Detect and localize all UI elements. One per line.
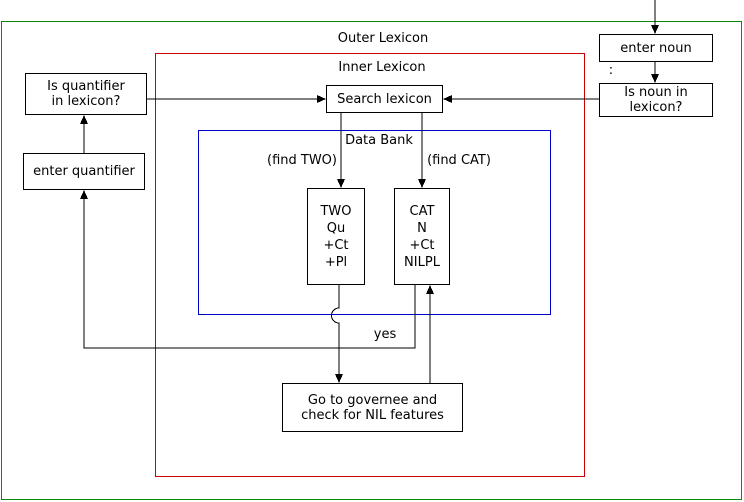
arrowhead-cat-bottom	[426, 285, 434, 294]
edge-cat-feedback-to-enter-quantifier	[83, 197, 416, 349]
two-entry-category: Qu	[326, 220, 346, 236]
arrowhead-cat	[418, 179, 426, 188]
inner-lexicon-frame	[155, 53, 585, 477]
node-is-noun-line2: lexicon?	[629, 100, 683, 115]
find-cat-label: (find CAT)	[427, 153, 491, 168]
node-search-lexicon: Search lexicon	[326, 85, 443, 113]
node-enter-quantifier: enter quantifier	[23, 153, 145, 190]
node-enter-noun-label: enter noun	[620, 40, 692, 56]
cat-entry-headword: CAT	[409, 203, 435, 219]
node-is-quantifier-line1: Is quantifier	[47, 79, 125, 94]
find-two-label: (find TWO)	[267, 153, 337, 168]
data-bank-title: Data Bank	[345, 133, 413, 148]
cat-entry-feature-nilpl: NILPL	[404, 254, 440, 270]
arrowhead-enter-noun	[651, 25, 659, 34]
inner-lexicon-title: Inner Lexicon	[338, 60, 426, 75]
data-bank-frame	[198, 130, 551, 315]
node-is-noun-in-lexicon: Is noun in lexicon?	[599, 83, 713, 117]
node-cat-entry: CAT N +Ct NILPL	[394, 188, 450, 285]
node-is-quantifier-line2: in lexicon?	[51, 94, 121, 109]
arrowhead-search-right	[443, 95, 452, 103]
colon-mark: :	[608, 63, 614, 78]
node-enter-quantifier-label: enter quantifier	[33, 164, 135, 179]
node-enter-noun: enter noun	[599, 34, 713, 62]
node-governee-line2: check for NIL features	[301, 407, 444, 423]
yes-label: yes	[373, 327, 397, 342]
node-is-quantifier-in-lexicon: Is quantifier in lexicon?	[25, 73, 147, 115]
arrowhead-governee	[335, 374, 343, 383]
node-governee-line1: Go to governee and	[307, 392, 438, 408]
two-entry-feature-count: +Ct	[323, 237, 349, 253]
two-entry-headword: TWO	[320, 203, 352, 219]
node-search-lexicon-label: Search lexicon	[337, 91, 432, 107]
cat-entry-category: N	[417, 220, 427, 236]
arrowhead-two	[337, 179, 345, 188]
arrowhead-enter-quantifier	[80, 190, 88, 199]
two-entry-feature-plural: +Pl	[324, 254, 348, 270]
cat-entry-feature-count: +Ct	[409, 237, 435, 253]
outer-lexicon-frame	[1, 21, 742, 500]
node-is-noun-line1: Is noun in	[624, 85, 688, 100]
node-governee-check: Go to governee and check for NIL feature…	[282, 383, 463, 432]
edge-two-to-governee	[331, 285, 340, 376]
arrowhead-is-quantifier	[80, 115, 88, 124]
arrowhead-is-noun	[651, 74, 659, 83]
arrowhead-search-left	[317, 95, 326, 103]
outer-lexicon-title: Outer Lexicon	[337, 31, 429, 46]
node-two-entry: TWO Qu +Ct +Pl	[307, 188, 365, 285]
